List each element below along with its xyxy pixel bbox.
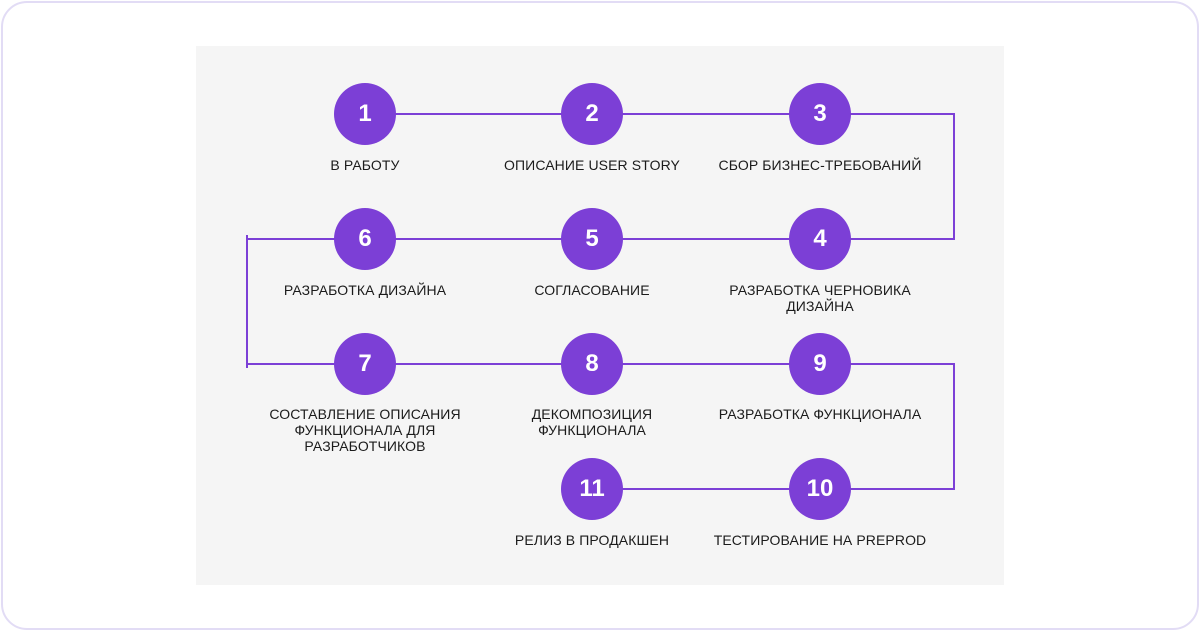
- step-node-8: 8: [561, 333, 623, 395]
- step-label-2: ОПИСАНИЕ USER STORY: [504, 157, 680, 173]
- step-number: 6: [358, 225, 372, 252]
- step-label-5: СОГЛАСОВАНИЕ: [534, 282, 650, 298]
- step-node-7: 7: [334, 333, 396, 395]
- step-number: 2: [585, 100, 599, 127]
- step-node-2: 2: [561, 83, 623, 145]
- step-number: 1: [358, 100, 372, 127]
- step-number: 7: [358, 350, 372, 377]
- step-node-11: 11: [561, 458, 623, 520]
- step-label-8: ДЕКОМПОЗИЦИЯ ФУНКЦИОНАЛА: [531, 406, 653, 438]
- step-label-11: РЕЛИЗ В ПРОДАКШЕН: [514, 532, 670, 548]
- step-number: 5: [585, 225, 599, 252]
- step-label-6: РАЗРАБОТКА ДИЗАЙНА: [283, 282, 447, 298]
- step-number: 4: [813, 225, 827, 252]
- step-label-1: В РАБОТУ: [330, 157, 400, 173]
- step-node-4: 4: [789, 208, 851, 270]
- step-number: 10: [806, 475, 834, 502]
- step-label-9: РАЗРАБОТКА ФУНКЦИОНАЛА: [718, 406, 922, 422]
- step-node-3: 3: [789, 83, 851, 145]
- step-label-4: РАЗРАБОТКА ЧЕРНОВИКА ДИЗАЙНА: [729, 282, 911, 314]
- step-node-10: 10: [789, 458, 851, 520]
- step-number: 8: [585, 350, 599, 377]
- step-node-5: 5: [561, 208, 623, 270]
- step-label-7: СОСТАВЛЕНИЕ ОПИСАНИЯ ФУНКЦИОНАЛА ДЛЯ РАЗ…: [269, 406, 461, 454]
- step-node-1: 1: [334, 83, 396, 145]
- step-number: 11: [579, 475, 605, 502]
- step-label-3: СБОР БИЗНЕС-ТРЕБОВАНИЙ: [718, 157, 922, 173]
- step-number: 9: [813, 350, 827, 377]
- step-number: 3: [813, 100, 827, 127]
- step-node-6: 6: [334, 208, 396, 270]
- step-node-9: 9: [789, 333, 851, 395]
- step-label-10: ТЕСТИРОВАНИЕ НА PREPROD: [713, 532, 927, 548]
